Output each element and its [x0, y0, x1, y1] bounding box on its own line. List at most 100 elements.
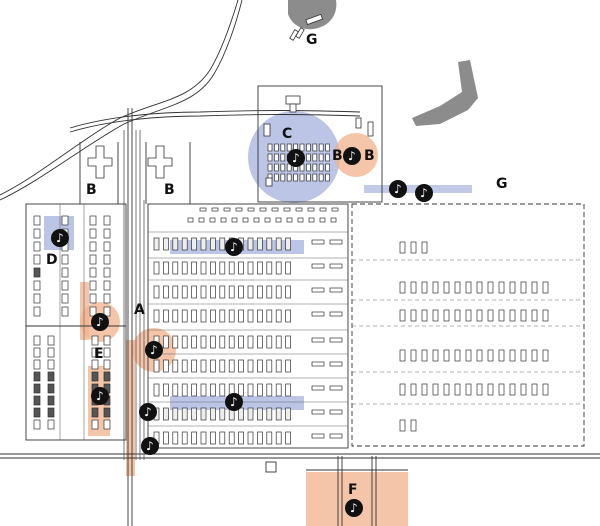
- barrack: [210, 407, 216, 421]
- barrack: [200, 407, 207, 421]
- marker-glyph: ♪: [150, 343, 158, 357]
- barrack: [238, 285, 244, 299]
- music-note-icon[interactable]: ♪: [139, 403, 157, 421]
- barrack: [410, 349, 417, 362]
- music-note-icon[interactable]: ♪: [91, 313, 109, 331]
- barrack: [443, 281, 450, 294]
- barrack: [306, 173, 311, 182]
- barrack: [410, 241, 417, 254]
- music-note-icon[interactable]: ♪: [389, 180, 407, 198]
- barrack: [33, 280, 41, 291]
- barrack: [210, 309, 216, 323]
- barrack: [47, 347, 55, 358]
- barrack: [319, 207, 327, 212]
- label-b-left: B: [86, 182, 97, 198]
- music-note-icon[interactable]: ♪: [225, 393, 243, 411]
- barrack: [210, 285, 216, 299]
- barrack: [308, 217, 315, 223]
- barrack: [283, 207, 291, 212]
- barrack: [61, 306, 69, 317]
- barrack: [520, 383, 527, 396]
- barrack: [275, 431, 282, 445]
- barrack: [465, 349, 472, 362]
- music-note-icon[interactable]: ♪: [91, 387, 109, 405]
- barrack: [257, 285, 263, 299]
- barrack: [465, 383, 472, 396]
- barrack: [266, 407, 273, 421]
- barrack: [257, 261, 263, 275]
- barrack: [191, 431, 197, 445]
- barrack: [61, 215, 69, 226]
- label-b-right-1: B: [332, 148, 343, 164]
- barrack: [247, 383, 254, 397]
- barrack: [275, 383, 282, 397]
- barrack: [219, 431, 226, 445]
- barrack: [399, 241, 406, 254]
- barrack: [329, 287, 343, 293]
- barrack: [181, 335, 188, 349]
- music-note-icon[interactable]: ♪: [415, 184, 433, 202]
- barrack: [330, 217, 337, 223]
- barrack: [329, 239, 343, 245]
- barrack: [311, 433, 325, 439]
- barrack: [476, 349, 483, 362]
- barrack: [200, 431, 207, 445]
- music-note-icon[interactable]: ♪: [287, 149, 305, 167]
- barrack: [33, 306, 41, 317]
- barrack: [163, 335, 169, 349]
- barrack: [498, 309, 505, 322]
- barrack: [312, 143, 318, 152]
- barrack: [267, 143, 273, 152]
- barrack: [210, 335, 216, 349]
- barrack: [259, 207, 267, 212]
- barrack: [153, 383, 160, 397]
- barrack: [200, 335, 207, 349]
- barrack: [163, 407, 169, 421]
- music-note-icon[interactable]: ♪: [145, 341, 163, 359]
- barrack: [33, 419, 41, 430]
- barrack: [181, 285, 188, 299]
- music-note-icon[interactable]: ♪: [345, 499, 363, 517]
- barrack: [280, 153, 286, 162]
- music-note-icon[interactable]: ♪: [343, 147, 361, 165]
- label-b-mid: B: [164, 182, 175, 198]
- music-note-icon[interactable]: ♪: [225, 238, 243, 256]
- barrack: [275, 359, 282, 373]
- barrack: [299, 143, 305, 152]
- label-a: A: [134, 302, 145, 318]
- barrack: [209, 217, 216, 223]
- barrack: [219, 359, 226, 373]
- barrack: [61, 254, 69, 265]
- barrack: [61, 293, 69, 304]
- barrack: [257, 431, 263, 445]
- barrack: [311, 263, 325, 269]
- barrack: [318, 153, 324, 162]
- barrack: [275, 237, 282, 251]
- barrack: [275, 261, 282, 275]
- audio-markers[interactable]: ♪ ♪ ♪ ♪ ♪ ♪ ♪ ♪ ♪ ♪ ♪ ♪ ♪: [51, 147, 433, 517]
- barrack: [172, 261, 179, 275]
- barrack: [306, 163, 311, 172]
- barrack: [266, 383, 273, 397]
- barrack: [306, 143, 311, 152]
- marker-glyph: ♪: [292, 151, 300, 165]
- barrack: [274, 143, 279, 152]
- barrack: [89, 306, 97, 317]
- barrack: [47, 383, 55, 394]
- marker-glyph: ♪: [420, 186, 428, 200]
- barrack: [318, 143, 324, 152]
- barrack: [103, 254, 111, 265]
- label-g-top: G: [306, 32, 318, 48]
- barrack: [531, 383, 538, 396]
- barrack: [299, 173, 305, 182]
- music-note-icon[interactable]: ♪: [51, 229, 69, 247]
- barrack: [163, 237, 169, 251]
- music-note-icon[interactable]: ♪: [141, 437, 159, 455]
- barrack: [163, 431, 169, 445]
- barrack: [280, 173, 286, 182]
- barrack: [228, 431, 235, 445]
- barrack: [242, 217, 249, 223]
- barrack: [275, 335, 282, 349]
- barrack: [33, 395, 41, 406]
